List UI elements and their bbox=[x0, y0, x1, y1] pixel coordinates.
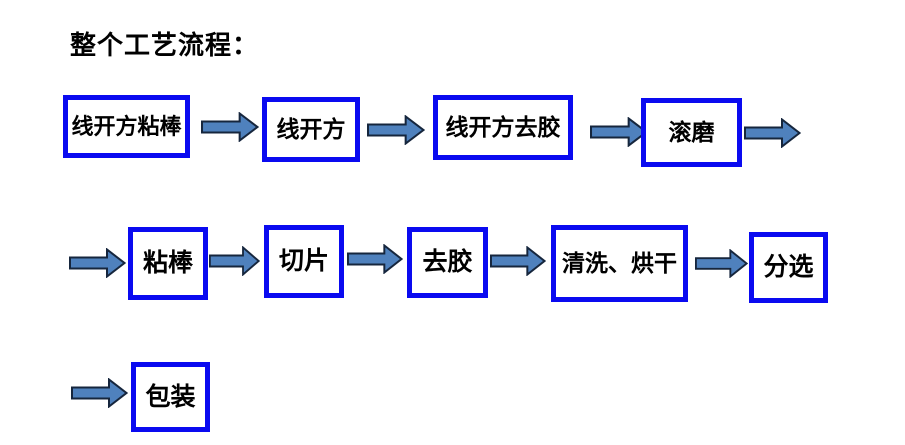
flow-step-slicing: 切片 bbox=[264, 225, 344, 298]
flow-step-label: 包装 bbox=[145, 383, 196, 411]
flow-step-glue-rod: 粘棒 bbox=[128, 227, 208, 300]
flow-step-label: 线开方 bbox=[276, 117, 346, 142]
flow-step-deglue: 去胶 bbox=[407, 227, 488, 298]
page-title: 整个工艺流程： bbox=[70, 31, 260, 60]
arrow-right-icon bbox=[367, 115, 425, 145]
flow-step-sorting: 分选 bbox=[749, 232, 828, 303]
arrow-right-icon bbox=[490, 246, 546, 276]
flow-step-label: 线开方去胶 bbox=[445, 115, 561, 140]
flow-step-wire-square-glue-rod: 线开方粘棒 bbox=[63, 95, 190, 158]
arrow-right-icon bbox=[69, 248, 126, 278]
flow-step-tumbling: 滚磨 bbox=[641, 98, 742, 167]
arrow-right-icon bbox=[201, 112, 259, 142]
flow-step-label: 分选 bbox=[763, 254, 814, 281]
arrow-right-icon bbox=[71, 378, 128, 408]
flow-step-packaging: 包装 bbox=[131, 362, 210, 432]
arrow-right-icon bbox=[590, 117, 648, 147]
flow-step-wire-square-deglue: 线开方去胶 bbox=[433, 95, 573, 160]
arrow-right-icon bbox=[695, 249, 748, 278]
arrow-right-icon bbox=[209, 246, 260, 276]
flow-step-wire-squaring: 线开方 bbox=[262, 97, 360, 162]
flow-step-label: 线开方粘棒 bbox=[71, 113, 182, 139]
flow-step-label: 粘棒 bbox=[142, 250, 193, 277]
flow-step-label: 去胶 bbox=[422, 249, 473, 276]
flow-step-label: 清洗、烘干 bbox=[562, 251, 677, 276]
arrow-right-icon bbox=[744, 118, 801, 148]
flow-step-label: 滚磨 bbox=[668, 120, 715, 145]
flow-step-label: 切片 bbox=[278, 248, 329, 275]
arrow-right-icon bbox=[347, 244, 403, 274]
flow-step-clean-dry: 清洗、烘干 bbox=[551, 225, 688, 302]
